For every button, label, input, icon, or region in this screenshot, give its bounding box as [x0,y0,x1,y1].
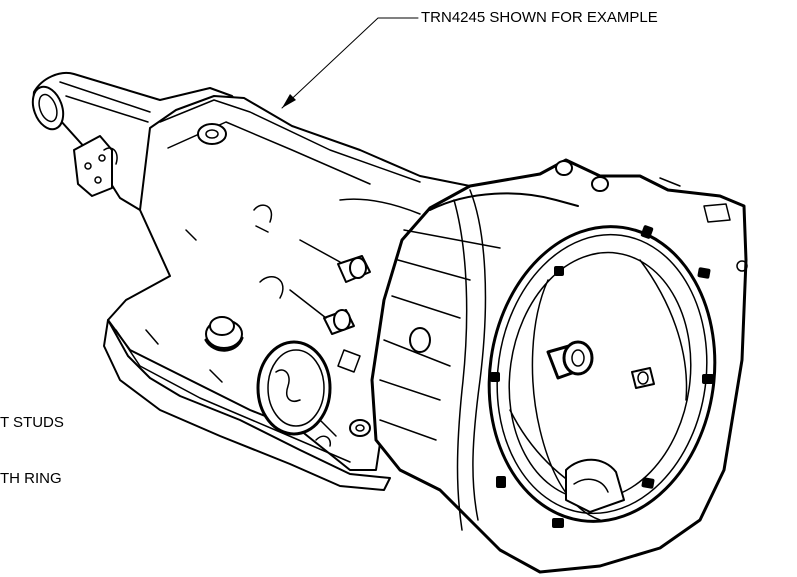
cooler-fitting-lower [289,289,355,335]
servo-cover [256,340,332,436]
face-fitting [631,367,655,389]
input-shaft [546,340,594,380]
case-plug [204,316,244,352]
leader-line [281,17,419,109]
cooler-fitting-upper [299,239,371,283]
example-callout-label: TRN4245 SHOWN FOR EXAMPLE [421,9,658,26]
studs-callout-line1: T STUDS [0,414,64,431]
bell-flange-ring [487,225,717,523]
oil-pan [103,319,391,491]
bell-studs [490,225,714,528]
studs-callout-line2: TH RING [0,470,62,487]
lower-face-opening [565,458,625,513]
